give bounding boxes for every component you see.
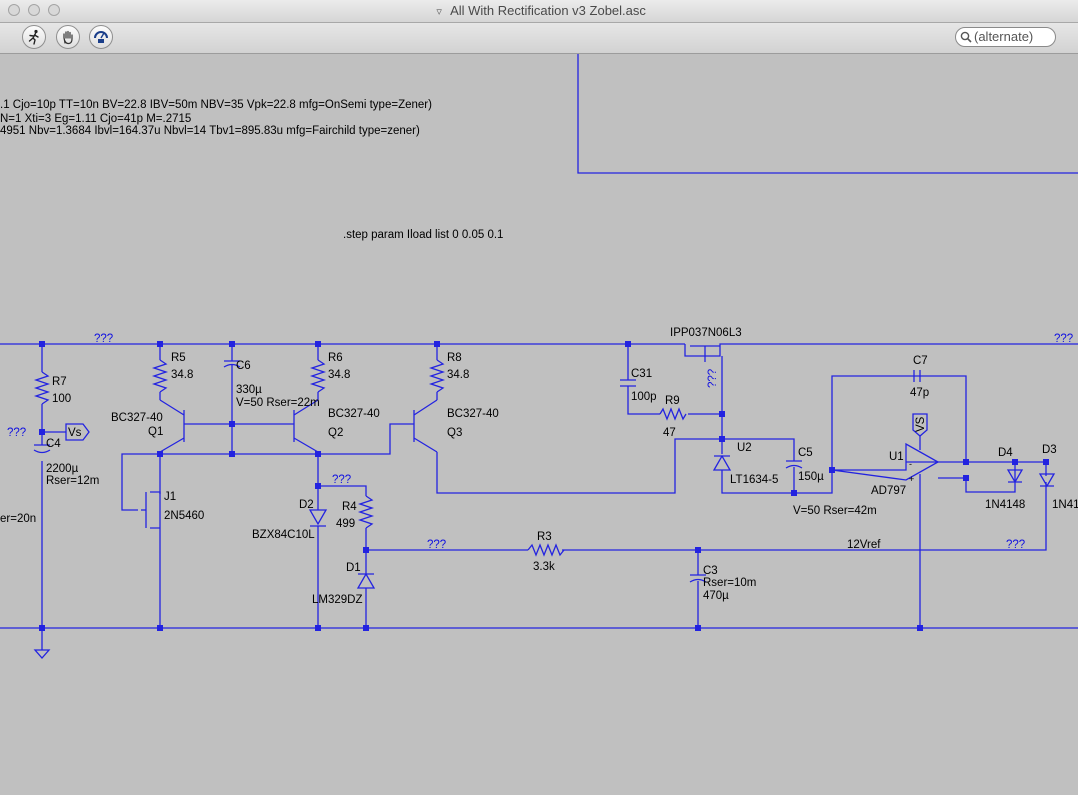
- r4-ref[interactable]: R4: [342, 501, 357, 513]
- net-port-vs[interactable]: Vs: [68, 427, 82, 439]
- c7-ref[interactable]: C7: [913, 355, 928, 367]
- d3-ref[interactable]: D3: [1042, 444, 1057, 456]
- r4-value[interactable]: 499: [336, 518, 355, 530]
- spice-model-directive-2[interactable]: N=1 Xti=3 Eg=1.11 Cjo=41p M=.2715: [0, 113, 191, 125]
- r9-value[interactable]: 47: [663, 427, 676, 439]
- zoom-window-button[interactable]: [48, 4, 60, 16]
- c4-rser[interactable]: Rser=12m: [46, 475, 99, 487]
- d2-ref[interactable]: D2: [299, 499, 314, 511]
- net-label-mosfet-gate[interactable]: ???: [707, 369, 719, 388]
- minimize-window-button[interactable]: [28, 4, 40, 16]
- c3-value[interactable]: 470µ: [703, 590, 729, 602]
- title-bar: ▿ All With Rectification v3 Zobel.asc: [0, 0, 1078, 23]
- net-label-top-rail-right[interactable]: ???: [1054, 333, 1073, 345]
- u2-ref[interactable]: U2: [737, 442, 752, 454]
- search-icon: [960, 31, 972, 43]
- close-window-button[interactable]: [8, 4, 20, 16]
- search-box[interactable]: [955, 27, 1056, 47]
- search-input[interactable]: [974, 29, 1052, 44]
- u1-plus-sign: +: [909, 474, 914, 484]
- r8-value[interactable]: 34.8: [447, 369, 469, 381]
- q3-ref[interactable]: Q3: [447, 427, 462, 439]
- d4-value[interactable]: 1N4148: [985, 499, 1025, 511]
- step-param-directive[interactable]: .step param Iload list 0 0.05 0.1: [343, 229, 503, 241]
- r5-value[interactable]: 34.8: [171, 369, 193, 381]
- ammeter-icon: [94, 31, 108, 43]
- c3-ref[interactable]: C3: [703, 565, 718, 577]
- j1-value[interactable]: 2N5460: [164, 510, 204, 522]
- halt-button[interactable]: [56, 25, 80, 49]
- net-label-12vref[interactable]: 12Vref: [847, 539, 881, 551]
- r5-ref[interactable]: R5: [171, 352, 186, 364]
- r7-value[interactable]: 100: [52, 393, 71, 405]
- schematic-drawing[interactable]: .1 Cjo=10p TT=10n BV=22.8 IBV=50m NBV=35…: [0, 54, 1078, 790]
- q3-value[interactable]: BC327-40: [447, 408, 499, 420]
- c31-ref[interactable]: C31: [631, 368, 652, 380]
- q2-value[interactable]: BC327-40: [328, 408, 380, 420]
- net-label-r3-right[interactable]: ???: [1006, 539, 1025, 551]
- r6-value[interactable]: 34.8: [328, 369, 350, 381]
- net-label-d2-node[interactable]: ???: [332, 474, 351, 486]
- c4-value[interactable]: 2200µ: [46, 463, 79, 475]
- c7-value[interactable]: 47p: [910, 387, 929, 399]
- schematic-canvas[interactable]: .1 Cjo=10p TT=10n BV=22.8 IBV=50m NBV=35…: [0, 54, 1078, 790]
- u1-value[interactable]: AD797: [871, 485, 906, 497]
- ltspice-app-icon: ▿: [436, 6, 442, 18]
- net-label-vs-node[interactable]: ???: [7, 427, 26, 439]
- c5-extra[interactable]: V=50 Rser=42m: [793, 505, 877, 517]
- window-title-area: ▿ All With Rectification v3 Zobel.asc: [0, 3, 1078, 18]
- r3-ref[interactable]: R3: [537, 531, 552, 543]
- d1-ref[interactable]: D1: [346, 562, 361, 574]
- r3-value[interactable]: 3.3k: [533, 561, 555, 573]
- u2-value[interactable]: LT1634-5: [730, 474, 778, 486]
- j1-ref[interactable]: J1: [164, 491, 176, 503]
- r7-ref[interactable]: R7: [52, 376, 67, 388]
- toolbar: [0, 23, 1078, 54]
- c31-value[interactable]: 100p: [631, 391, 657, 403]
- c6-ref[interactable]: C6: [236, 360, 251, 372]
- c4-ref[interactable]: C4: [46, 438, 61, 450]
- r8-ref[interactable]: R8: [447, 352, 462, 364]
- c5-value[interactable]: 150µ: [798, 471, 824, 483]
- running-man-icon: [28, 29, 39, 45]
- r9-ref[interactable]: R9: [665, 395, 680, 407]
- probe-button[interactable]: [89, 25, 113, 49]
- window-title: All With Rectification v3 Zobel.asc: [450, 3, 646, 18]
- d1-value[interactable]: LM329DZ: [312, 594, 363, 606]
- net-label-top-rail-left[interactable]: ???: [94, 333, 113, 345]
- spice-model-directive-1[interactable]: .1 Cjo=10p TT=10n BV=22.8 IBV=50m NBV=35…: [0, 99, 432, 111]
- hand-icon: [63, 30, 73, 45]
- c3-rser[interactable]: Rser=10m: [703, 577, 756, 589]
- net-label-r3-left[interactable]: ???: [427, 539, 446, 551]
- q2-ref[interactable]: Q2: [328, 427, 343, 439]
- c6-value[interactable]: 330µ: [236, 384, 262, 396]
- c6-extra[interactable]: V=50 Rser=22m: [236, 397, 320, 409]
- c4-partial-label[interactable]: er=20n: [0, 513, 36, 525]
- d3-partial-label[interactable]: 1N41: [1052, 499, 1078, 511]
- c5-ref[interactable]: C5: [798, 447, 813, 459]
- run-button[interactable]: [22, 25, 46, 49]
- net-port-vs-opamp[interactable]: VS: [915, 416, 927, 432]
- d4-ref[interactable]: D4: [998, 447, 1013, 459]
- m1-value[interactable]: IPP037N06L3: [670, 327, 742, 339]
- spice-model-directive-3[interactable]: 4951 Nbv=1.3684 Ibvl=164.37u Nbvl=14 Tbv…: [0, 125, 420, 137]
- d2-value[interactable]: BZX84C10L: [252, 529, 315, 541]
- q1-value[interactable]: BC327-40: [111, 412, 163, 424]
- u1-ref[interactable]: U1: [889, 451, 904, 463]
- u1-minus-sign: -: [909, 459, 912, 469]
- r6-ref[interactable]: R6: [328, 352, 343, 364]
- q1-ref[interactable]: Q1: [148, 426, 163, 438]
